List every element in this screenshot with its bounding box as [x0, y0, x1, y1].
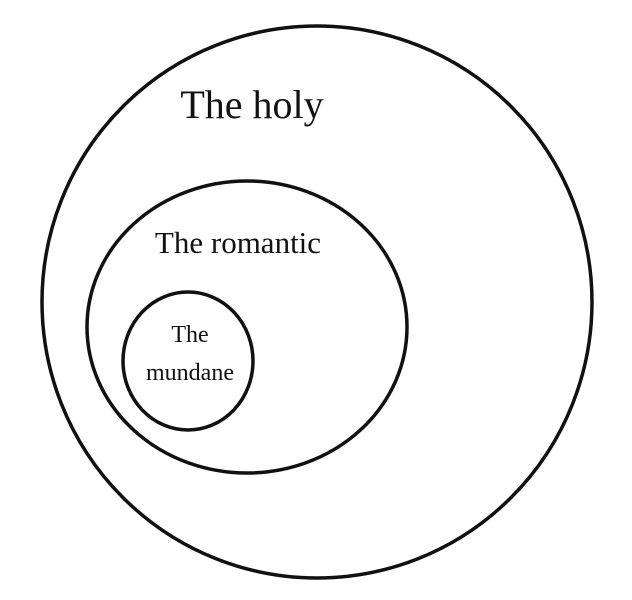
label-holy: The holy [180, 82, 323, 127]
label-romantic: The romantic [155, 225, 321, 260]
label-mundane-line2: mundane [146, 360, 234, 386]
inner-circle-mundane [121, 290, 255, 432]
label-mundane-line1: The [171, 322, 208, 348]
middle-circle-romantic [85, 179, 409, 475]
outer-circle-holy [40, 24, 594, 580]
